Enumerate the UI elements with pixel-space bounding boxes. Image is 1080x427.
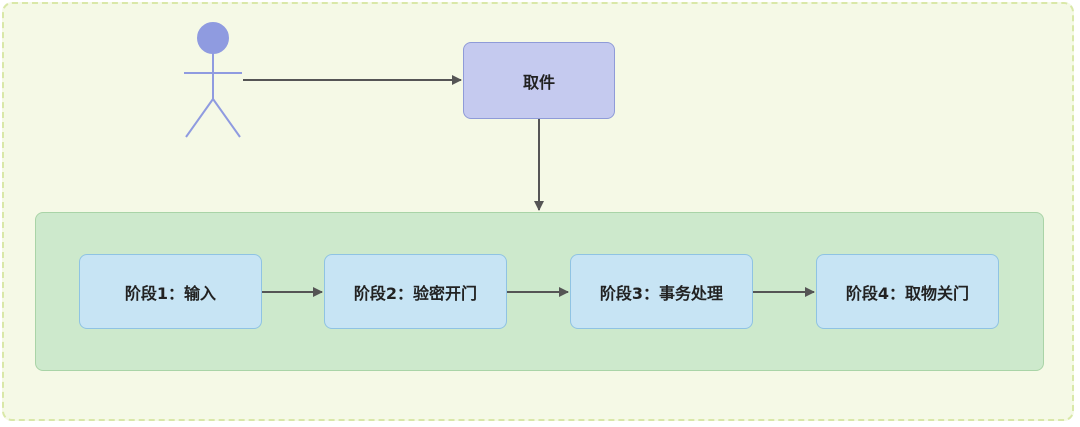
stage-label-2: 阶段2：验密开门 — [353, 283, 478, 303]
stage-node-1: 阶段1：输入 — [79, 254, 262, 329]
stage-node-2: 阶段2：验密开门 — [324, 254, 507, 329]
stage-node-4: 阶段4：取物关门 — [816, 254, 999, 329]
pickup-node: 取件 — [463, 42, 615, 119]
stage-label-1: 阶段1：输入 — [124, 283, 217, 303]
pickup-label: 取件 — [522, 72, 555, 92]
stage-label-3: 阶段3：事务处理 — [599, 283, 724, 303]
stage-node-3: 阶段3：事务处理 — [570, 254, 753, 329]
stage-label-4: 阶段4：取物关门 — [845, 283, 970, 303]
